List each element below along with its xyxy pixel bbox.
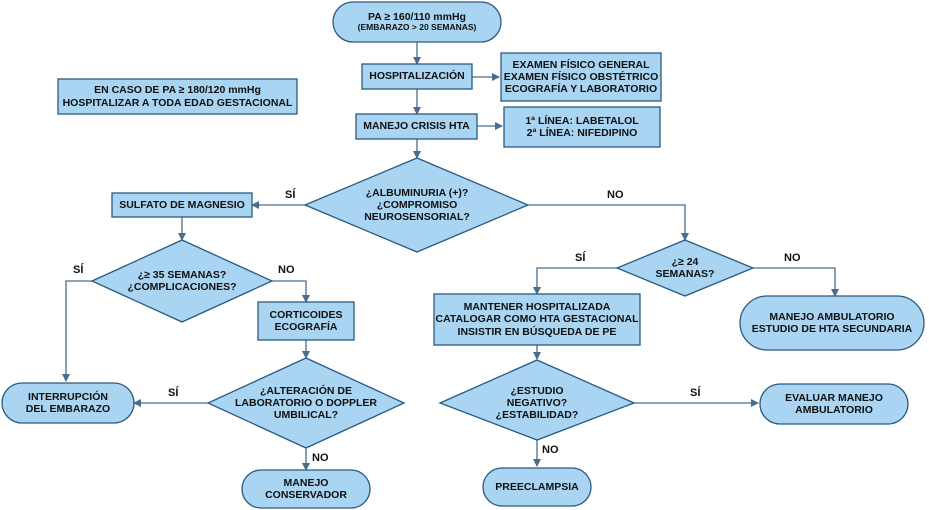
label-no-albuminuria: NO	[607, 189, 624, 201]
arrow-24-to-ambulatorio	[753, 267, 839, 297]
manejo-crisis-box	[355, 113, 478, 140]
label-no-alteracion: NO	[312, 452, 329, 464]
sulfato-box	[111, 192, 253, 218]
label-no-24: NO	[784, 252, 801, 264]
label-si-24: SÍ	[575, 252, 586, 264]
preeclampsia-node	[482, 467, 592, 507]
label-si-albuminuria: SÍ	[285, 189, 296, 201]
conservador-node	[241, 469, 371, 509]
evaluar-node	[759, 383, 909, 425]
hospitalizacion-box	[361, 63, 473, 90]
alteracion-decision	[206, 357, 406, 449]
label-si-estudio: SÍ	[690, 387, 701, 399]
albuminuria-decision	[303, 157, 530, 253]
examen-box	[500, 52, 662, 102]
arrow-24-to-mantener	[533, 267, 617, 295]
lineas-box	[503, 106, 661, 148]
ambulatorio-node	[739, 295, 925, 351]
arrow-35-to-corticoides	[272, 280, 310, 303]
corticoides-box	[257, 301, 355, 341]
estudio-decision	[438, 359, 636, 441]
semanas35-decision	[90, 239, 274, 323]
label-si-alteracion: SÍ	[168, 387, 179, 399]
mantener-box	[433, 293, 641, 346]
label-si-35: SÍ	[73, 264, 84, 276]
start-node	[332, 1, 502, 43]
label-no-35: NO	[278, 264, 295, 276]
interrupcion-node	[1, 382, 135, 424]
label-no-estudio: NO	[542, 444, 559, 456]
caso-pa-box	[57, 78, 298, 115]
semanas24-decision	[615, 239, 755, 297]
arrow-35-to-interrupcion	[62, 280, 92, 382]
connectors	[62, 42, 839, 471]
arrow-albuminuria-to-24	[528, 204, 689, 241]
